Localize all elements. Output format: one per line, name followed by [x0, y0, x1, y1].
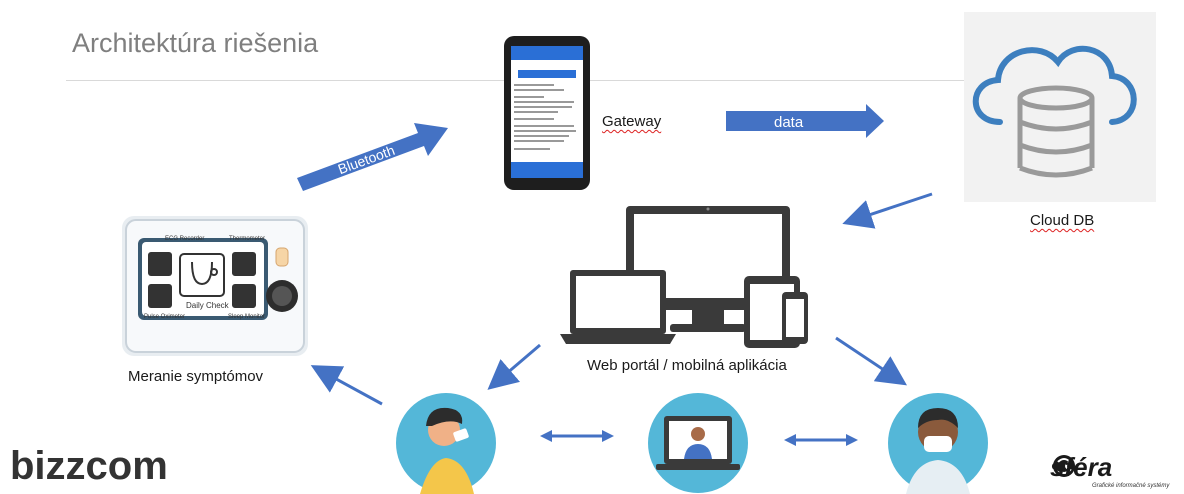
patient-icon: [396, 393, 496, 494]
sfera-logo: sféra: [1050, 452, 1113, 482]
portal-label: Web portál / mobilná aplikácia: [587, 357, 787, 374]
data-label: data: [774, 114, 804, 131]
portal-to-doctor-arrow: [835, 336, 907, 386]
sfera-logo-subtitle: Grafické informačné systémy: [1092, 483, 1170, 489]
patient-telemedicine-arrow: [540, 430, 614, 442]
telemedicine-icon: [648, 393, 748, 493]
cloud-to-portal-arrow: [842, 192, 933, 229]
cloud-db-label: Cloud DB: [1030, 212, 1095, 229]
device-pulse-label: Pulse Oximeter: [144, 314, 185, 320]
measuring-device-icon: ECG Recorder Thermometer Daily Check Pul…: [122, 216, 308, 356]
device-ecg-label: ECG Recorder: [165, 236, 204, 242]
sfera-logo-mark: [1053, 455, 1075, 477]
data-arrow: data: [726, 104, 884, 138]
portal-to-patient-arrow: [487, 343, 541, 390]
phone-gateway-icon: [504, 36, 590, 190]
devices-icon: [560, 205, 812, 353]
device-center-label: Daily Check: [186, 301, 230, 310]
device-thermo-label: Thermometer: [229, 236, 265, 242]
gateway-label: Gateway: [602, 113, 662, 130]
page-title: Architektúra riešenia: [72, 28, 319, 58]
device-sleep-label: Sleep Monitor: [228, 314, 265, 320]
bizzcom-logo: bizzcom: [10, 444, 168, 488]
patient-to-device-arrow: [310, 365, 383, 406]
measure-label: Meranie symptómov: [128, 368, 264, 385]
doctor-icon: [888, 393, 988, 494]
bluetooth-label: Bluetooth: [336, 142, 397, 177]
cloud-db-icon: [964, 12, 1156, 202]
telemedicine-doctor-arrow: [784, 434, 858, 446]
bluetooth-arrow: Bluetooth: [297, 123, 448, 191]
